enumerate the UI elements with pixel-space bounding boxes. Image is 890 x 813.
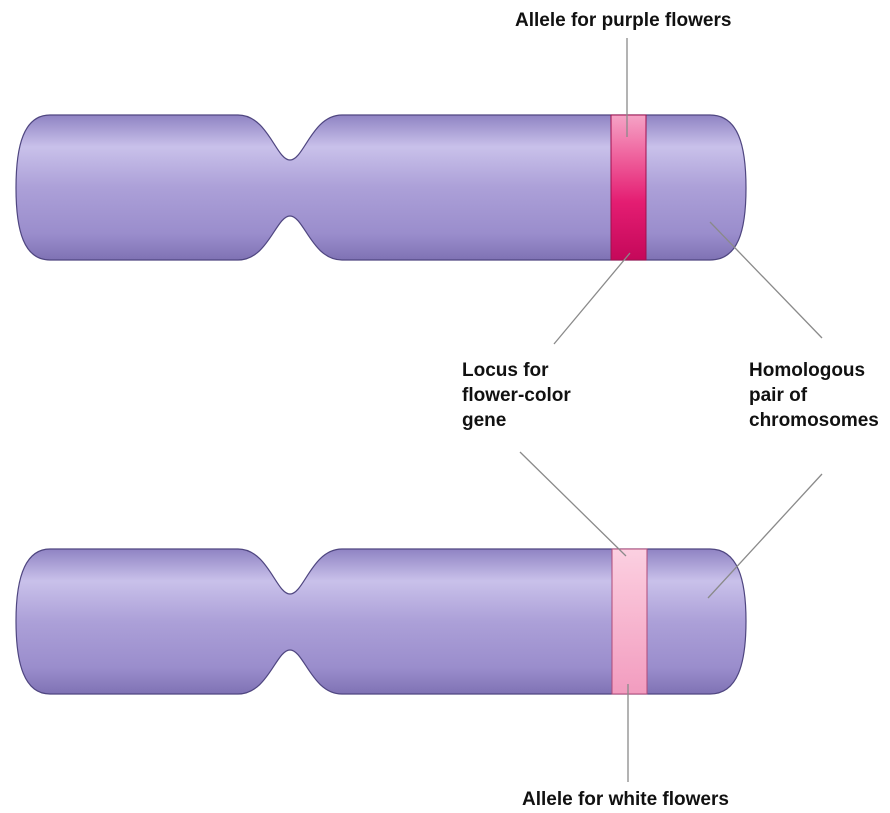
locus-label-line-3: gene [462,408,571,433]
purple-allele-band [611,115,646,260]
locus-label: Locus for flower-color gene [462,358,571,433]
homologous-pair-label: Homologous pair of chromosomes [749,358,879,433]
allele-white-label: Allele for white flowers [522,787,729,812]
bottom-chromosome [16,549,746,694]
locus-label-line-2: flower-color [462,383,571,408]
homologous-label-line-2: pair of [749,383,879,408]
locus-leader-bottom [520,452,626,556]
locus-leader-top [554,253,630,344]
homologous-leader-top [710,222,822,338]
allele-purple-text: Allele for purple flowers [515,8,731,33]
allele-purple-label: Allele for purple flowers [515,8,731,33]
white-allele-band [612,549,647,694]
locus-label-line-1: Locus for [462,358,571,383]
top-chromosome [16,115,746,260]
allele-white-text: Allele for white flowers [522,787,729,812]
homologous-label-line-3: chromosomes [749,408,879,433]
homologous-label-line-1: Homologous [749,358,879,383]
homologous-leader-bottom [708,474,822,598]
